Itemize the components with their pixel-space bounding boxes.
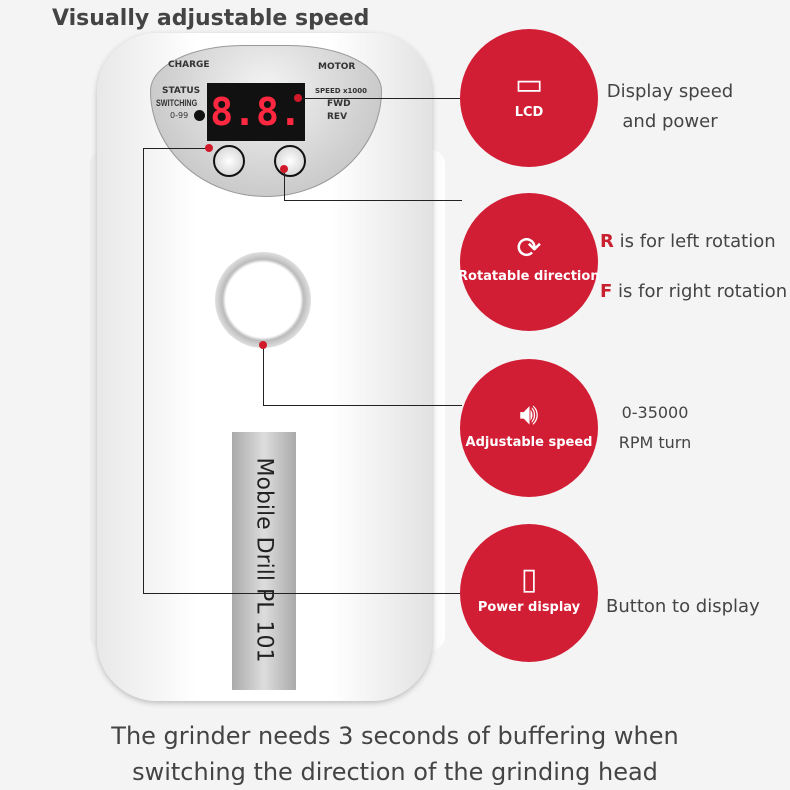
feature-desc: Button to display [606,592,760,622]
leader-line-power [143,593,463,594]
footer-line: The grinder needs 3 seconds of buffering… [111,722,679,750]
switching-label: SWITCHING [156,98,198,108]
marker-dot [294,94,302,102]
feature-label: Power display [477,600,581,615]
leader-line-power [143,148,144,593]
desc-line: Display speed [606,81,734,102]
model-label: Mobile Drill PL 101 [251,457,277,663]
leader-line-direction [284,170,285,200]
feature-label: Adjustable speed [465,435,593,450]
feature-label: LCD [514,105,544,120]
direction-button[interactable] [274,145,306,177]
feature-lcd: ▭ LCD [460,29,598,167]
speed-knob[interactable] [215,252,311,348]
charge-label: CHARGE [168,60,210,70]
footer-note: The grinder needs 3 seconds of buffering… [0,718,790,790]
status-button[interactable] [213,145,245,177]
feature-rotation: ⟳ Rotatable direction [458,193,600,331]
status-label: STATUS [162,86,201,96]
leader-line-direction [284,200,462,201]
footer-line: switching the direction of the grinding … [132,758,658,786]
speed-label: SPEED x1000 [315,87,367,95]
feature-label: Rotatable direction [458,269,600,284]
sensor-dot [194,110,205,121]
lcd-icon: ▭ [514,67,544,102]
desc-line: and power [622,111,718,132]
fwd-label: FWD [327,99,351,109]
feature-speed: 🔊︎ Adjustable speed [460,359,598,497]
leader-line-lcd [300,98,462,99]
range-label: 0-99 [170,111,189,120]
marker-dot [205,144,213,152]
battery-icon: ▯ [520,562,538,597]
feature-desc: 0-35000 RPM turn [590,398,720,458]
page-title: Visually adjustable speed [52,6,370,31]
rotate-icon: ⟳ [516,231,542,266]
desc-line: 0-35000 [621,403,689,422]
label-strip [232,432,296,690]
desc-line: F is for right rotation [600,281,788,302]
feature-desc: Display speed and power [590,77,750,137]
desc-line: RPM turn [618,433,692,452]
rev-label: REV [327,112,348,122]
led-display: 8.8. [207,83,305,141]
marker-dot [280,165,288,173]
speaker-icon: 🔊︎ [519,397,539,432]
desc-line: R is for left rotation [600,231,776,252]
feature-power: ▯ Power display [460,524,598,662]
leader-line-speed [263,405,462,406]
marker-dot [259,341,267,349]
leader-line-power [143,148,210,149]
feature-desc: R is for left rotation F is for right ro… [600,217,787,317]
motor-label: MOTOR [318,62,356,72]
leader-line-speed [263,345,264,405]
desc-line: Button to display [606,596,760,617]
